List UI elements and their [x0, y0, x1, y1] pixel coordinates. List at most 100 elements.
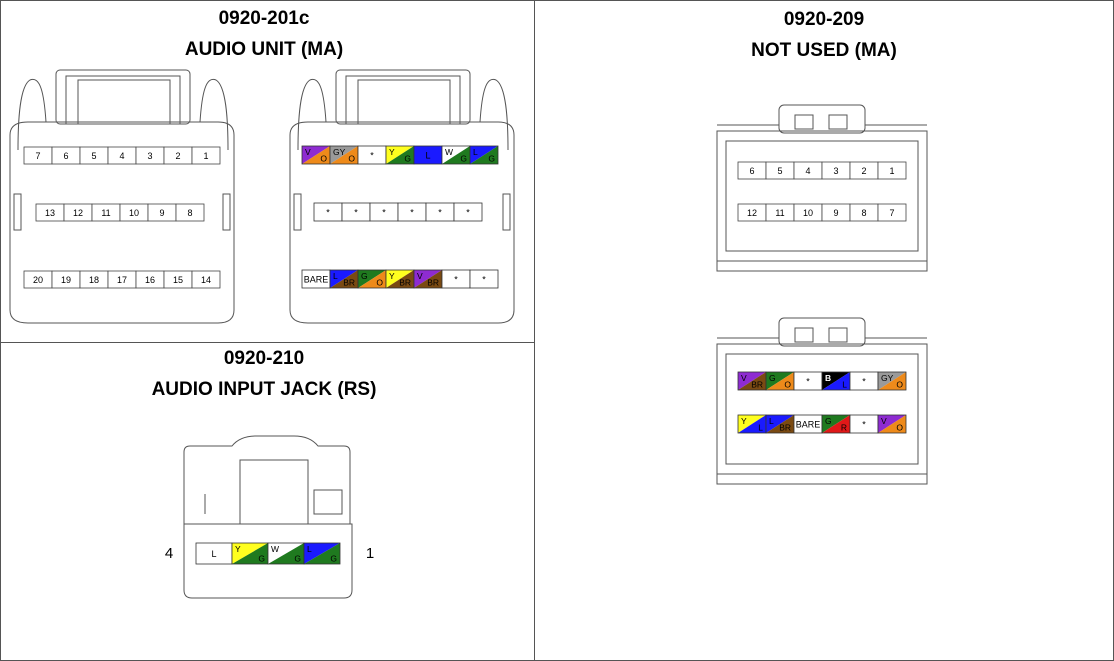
audio-unit-wire-row3-cavity-2: LBR [329, 269, 359, 289]
audio-unit-face-row2-cavity-5: 9 [147, 203, 177, 222]
audio-unit-wire-body-left-guide [293, 193, 302, 231]
not-used-wire-row1-cavity-6: GYO [877, 371, 907, 391]
not-used-wire-row1-cavity-2: GO [765, 371, 795, 391]
wire-color-code: Y [389, 271, 395, 281]
not-used-wire-body-top-tab [778, 317, 866, 347]
cavity-outline [191, 270, 221, 289]
cavity-outline [877, 203, 907, 222]
wire-stripe-code: O [348, 154, 355, 164]
wire-color-code: B [825, 373, 831, 383]
not-used-wire-row1-cavity-4: BL [821, 371, 851, 391]
wire-color-stripe [766, 372, 794, 390]
pin-number-label: 19 [61, 275, 71, 285]
pin-number-label: 15 [173, 275, 183, 285]
pin-number-label: 6 [63, 151, 68, 161]
not-used-wire-row2-cavity-1: YL [737, 414, 767, 434]
audio-unit-wire-row1-cavity-2: GYO [329, 145, 359, 165]
pin-number-label: 12 [73, 208, 83, 218]
audio-unit-id: 0920-201c [218, 8, 310, 29]
wire-stripe-code: G [258, 554, 265, 564]
audio-unit-face-body-latch-mid [65, 75, 181, 125]
cavity-outline [175, 203, 205, 222]
pin-number-label: 20 [33, 275, 43, 285]
audio-unit-face-body-left-guide [13, 193, 22, 231]
jack-latch-housing [183, 435, 351, 525]
audio-unit-wire-row2-cavity-1: * [313, 202, 343, 222]
wire-stripe-code: G [460, 154, 467, 164]
pin-number-label: 2 [861, 166, 866, 176]
not-used-wire-row1-cavity-1: VBR [737, 371, 767, 391]
wire-color-code: * [482, 275, 486, 285]
wire-color-fill [850, 372, 878, 390]
not-used-face-row1-cavity-2: 5 [765, 161, 795, 180]
wire-stripe-code: O [784, 380, 791, 390]
wire-color-stripe [358, 270, 386, 288]
audio-input-jack-name: AUDIO INPUT JACK (RS) [151, 379, 377, 400]
audio-unit-wire-row3-cavity-5: VBR [413, 269, 443, 289]
audio-unit-wire-body-latch-inner [357, 79, 451, 125]
pin-number-label: 16 [145, 275, 155, 285]
pin-number-label: 1 [203, 151, 208, 161]
audio-unit-face-row2-cavity-3: 11 [91, 203, 121, 222]
wire-color-code: * [326, 208, 330, 218]
wire-stripe-code: L [842, 380, 847, 390]
wire-color-code: L [425, 151, 430, 161]
pin-number-label: 17 [117, 275, 127, 285]
audio-unit-face-row2-cavity-2: 12 [63, 203, 93, 222]
audio-unit-face-row1-cavity-5: 3 [135, 146, 165, 165]
audio-unit-face-row3-cavity-2: 19 [51, 270, 81, 289]
wire-color-code: L [307, 544, 312, 554]
wire-color-code: BARE [796, 420, 821, 430]
wire-color-stripe [766, 415, 794, 433]
not-used-wire-row2-cavity-6: VO [877, 414, 907, 434]
wire-color-fill [370, 203, 398, 221]
pin-number-label: 5 [91, 151, 96, 161]
wire-stripe-code: BR [343, 278, 355, 288]
not-used-wire-body-inner-wall [725, 353, 919, 465]
cavity-outline [469, 145, 499, 165]
wire-color-fill [196, 543, 232, 564]
not-used-wire-body-latch-right [828, 327, 848, 343]
wire-color-code: * [454, 275, 458, 285]
audio-unit-wire-row2-cavity-5: * [425, 202, 455, 222]
wire-color-stripe [470, 146, 498, 164]
audio-unit-face-row1-cavity-3: 5 [79, 146, 109, 165]
audio-unit-wire-row3-cavity-7: * [469, 269, 499, 289]
not-used-wire-body-base [716, 473, 928, 485]
wire-color-stripe [386, 270, 414, 288]
audio-input-jack-id: 0920-210 [223, 348, 305, 369]
audio-unit-face-row3-cavity-4: 17 [107, 270, 137, 289]
audio-unit-face-row1-cavity-4: 4 [107, 146, 137, 165]
wire-color-stripe [878, 372, 906, 390]
pin-number-label: 7 [35, 151, 40, 161]
wire-color-stripe [330, 270, 358, 288]
wire-color-code: L [473, 147, 478, 157]
wire-stripe-code: O [320, 154, 327, 164]
pin-number-label: 3 [147, 151, 152, 161]
not-used-face-body-latch-right [828, 114, 848, 130]
not-used-wire-row1-cavity-5: * [849, 371, 879, 391]
wire-color-code: * [862, 377, 866, 387]
not-used-face-row2-cavity-3: 10 [793, 203, 823, 222]
not-used-wire-body-housing [716, 343, 928, 475]
wire-stripe-code: G [488, 154, 495, 164]
not-used-wire-row1-cavity-3: * [793, 371, 823, 391]
audio-unit-wire-body-right-ear [479, 78, 509, 151]
wire-color-code: Y [389, 147, 395, 157]
pin-number-label: 7 [889, 208, 894, 218]
not-used-face-row1-cavity-5: 2 [849, 161, 879, 180]
not-used-wire-body-latch-left [794, 327, 814, 343]
wire-stripe-code: R [841, 423, 847, 433]
wire-color-fill [302, 270, 330, 288]
not-used-face-row2-cavity-5: 8 [849, 203, 879, 222]
wire-color-stripe [738, 415, 766, 433]
pin-number-label: 6 [749, 166, 754, 176]
jack-wire-row-cavity-4: LG [303, 542, 341, 565]
not-used-face-row2-cavity-1: 12 [737, 203, 767, 222]
wire-stripe-code: BR [399, 278, 411, 288]
wire-stripe-code: G [294, 554, 301, 564]
jack-wire-row-cavity-2: YG [231, 542, 269, 565]
jack-center-tab [239, 459, 309, 525]
jack-wire-row-cavity-1: L [195, 542, 233, 565]
not-used-face-row2-cavity-4: 9 [821, 203, 851, 222]
